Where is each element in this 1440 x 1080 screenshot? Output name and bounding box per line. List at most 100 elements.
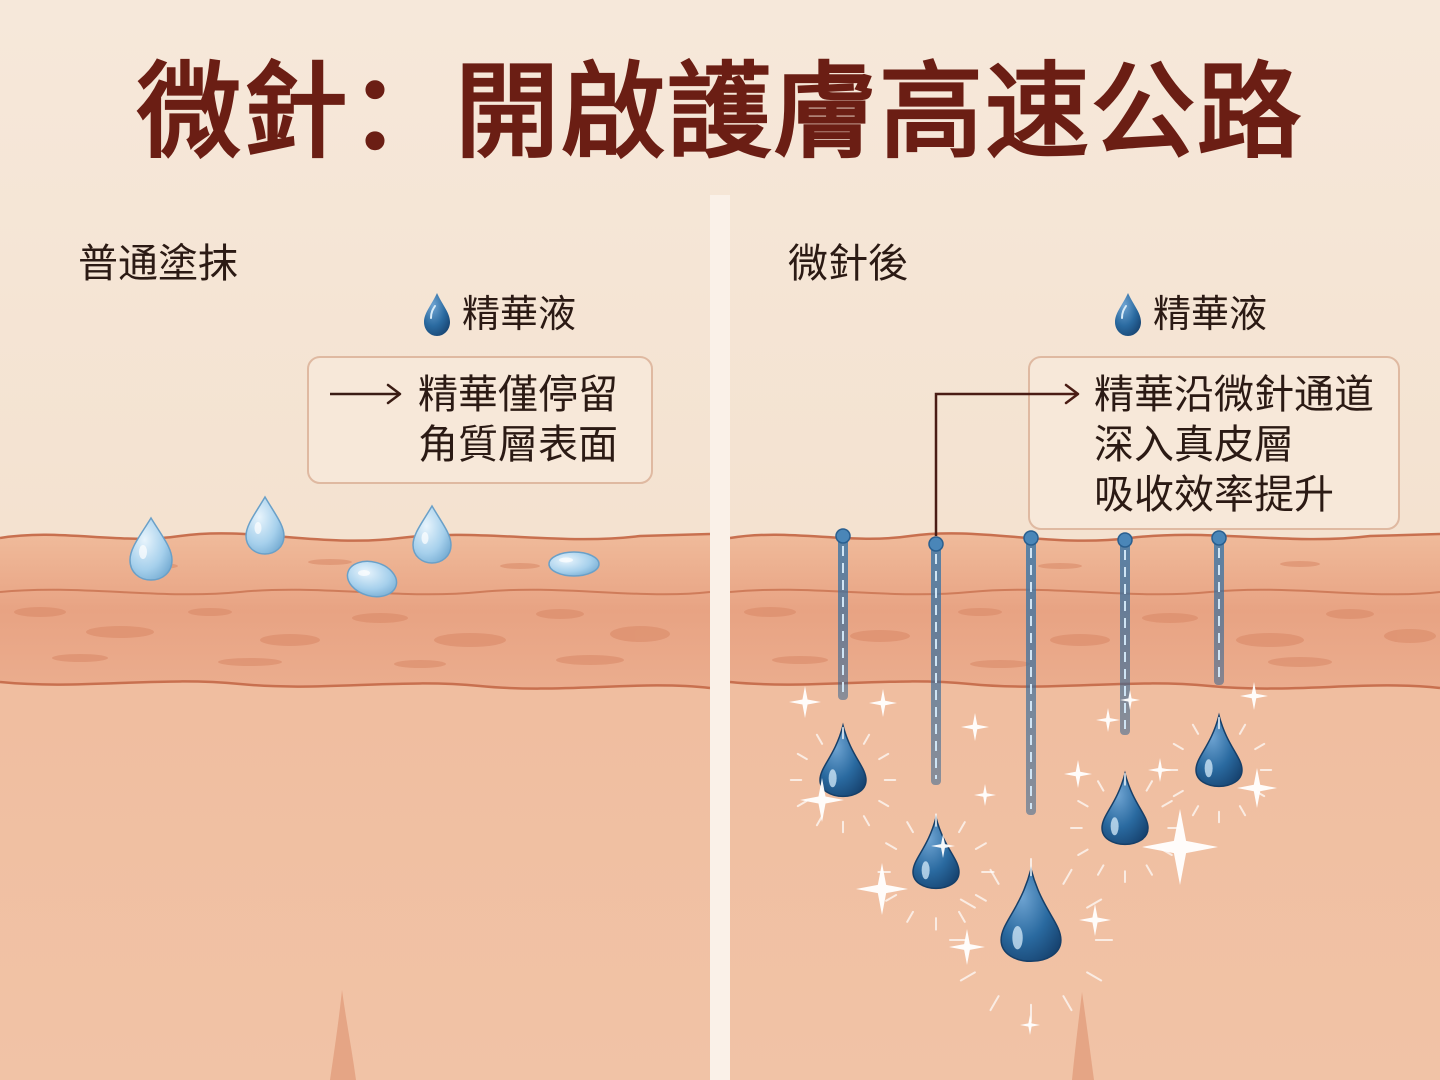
sparkle-icon [800,778,844,822]
sparkle-icon [1096,708,1120,732]
left-serum-water-drop-icon [424,293,450,336]
right-panel-label: 微針後 [788,241,908,287]
glow-ray [862,815,871,827]
glow-ray [1062,995,1073,1012]
glow-ray [974,842,987,850]
page-title: 微針：開啟護膚高速公路 [136,50,1303,173]
channel-entry-point [835,528,851,544]
left-hair-follicle [330,990,356,1080]
right-skin-cross-section [729,532,1440,1080]
glow-ray [1254,742,1266,751]
glow-ray [989,995,1000,1012]
left-surface-droplets [129,495,600,598]
sparkle-icon [1237,768,1277,808]
glow-ray [1097,780,1105,792]
microneedle-channel [912,536,960,890]
glow-ray [974,894,987,902]
panel-divider [710,195,730,1080]
glow-ray [959,971,976,982]
glow-ray [1077,800,1089,808]
left-skin-cross-section [0,532,711,1080]
left-dermis-layer [0,640,710,1080]
glow-ray [959,898,976,909]
glow-ray [1145,864,1153,876]
glow-ray [1172,742,1184,751]
sparkle-icon [1148,758,1172,782]
right-layer-line-1 [729,588,1440,596]
glow-ray [1145,780,1153,792]
droplet-highlight [828,769,837,788]
right-note-line: 深入真皮層 [1094,422,1294,468]
microneedle-channel [1101,532,1149,846]
channel-entry-point [1023,530,1039,546]
left-panel-label: 普通塗抹 [78,241,238,287]
left-note-text: 精華僅停留 角質層表面 [418,370,618,470]
right-note-box [1028,356,1400,530]
sparkle-icon [789,686,821,718]
left-note-line: 角質層表面 [418,422,618,468]
right-epidermis-layer [730,533,1440,689]
sparkle-icon [869,689,897,717]
glow-ray [862,733,871,745]
sparkle-icon [1142,809,1218,885]
glow-ray [815,733,824,745]
right-serum-label: 精華液 [1153,292,1268,336]
microneedle-channels [819,528,1243,962]
left-epidermis-layer [0,533,710,689]
right-note-arrow-icon [934,383,1080,536]
glow-ray [815,815,824,827]
sparkle-icon [931,834,955,858]
sparkle-icon [974,784,996,806]
left-layer-line-2 [0,680,711,690]
glow-ray [1191,723,1200,735]
channel-entry-point [1211,530,1227,546]
glow-rays [1070,773,1180,883]
sparkle-icon [1240,682,1268,710]
glow-ray [885,894,898,902]
left-skin-texture [14,559,670,668]
right-note-line: 吸收效率提升 [1094,472,1334,518]
glow-ray [906,910,914,923]
right-dermis-layer [730,640,1440,1080]
glow-ray [1086,898,1103,909]
sparkle-icon [1120,690,1140,710]
surface-droplet [412,504,452,564]
microneedle-channel [819,528,867,798]
glow-ray [1077,848,1089,856]
microneedle-channel [1195,530,1243,788]
surface-droplet [548,551,600,577]
glow-ray [1086,971,1103,982]
right-skin-texture [744,561,1436,668]
glow-ray [796,799,808,808]
sparkle-icon [1079,904,1111,936]
sparkle-icon [856,863,908,915]
droplet-highlight [921,861,930,880]
glow-ray [878,752,890,761]
glow-ray [1238,723,1247,735]
sparkle-icon [1020,1015,1040,1035]
channel-shaft [1214,538,1224,685]
glow-ray [1191,805,1200,817]
channel-entry-point [928,536,944,552]
glow-ray [796,752,808,761]
sparkle-icon [1064,760,1092,788]
left-serum-label: 精華液 [462,292,577,336]
sparkle-icon [949,929,985,965]
glow-rays [1165,716,1273,824]
left-note-line: 精華僅停留 [418,372,618,418]
microneedle-channel [1000,530,1062,962]
left-note-arrow-icon [330,383,402,405]
glow-ray [958,821,966,834]
glow-ray [1172,789,1184,798]
right-note-line: 精華沿微針通道 [1094,372,1374,418]
surface-droplet [129,516,173,581]
sparkles [789,682,1277,1035]
right-layer-line-2 [729,680,1440,690]
right-hair-follicle [1072,992,1094,1080]
glow-ray [878,799,890,808]
droplet-highlight [1012,926,1023,950]
sparkle-icon [961,713,989,741]
glow-ray [1238,805,1247,817]
glow-rays [877,813,995,931]
